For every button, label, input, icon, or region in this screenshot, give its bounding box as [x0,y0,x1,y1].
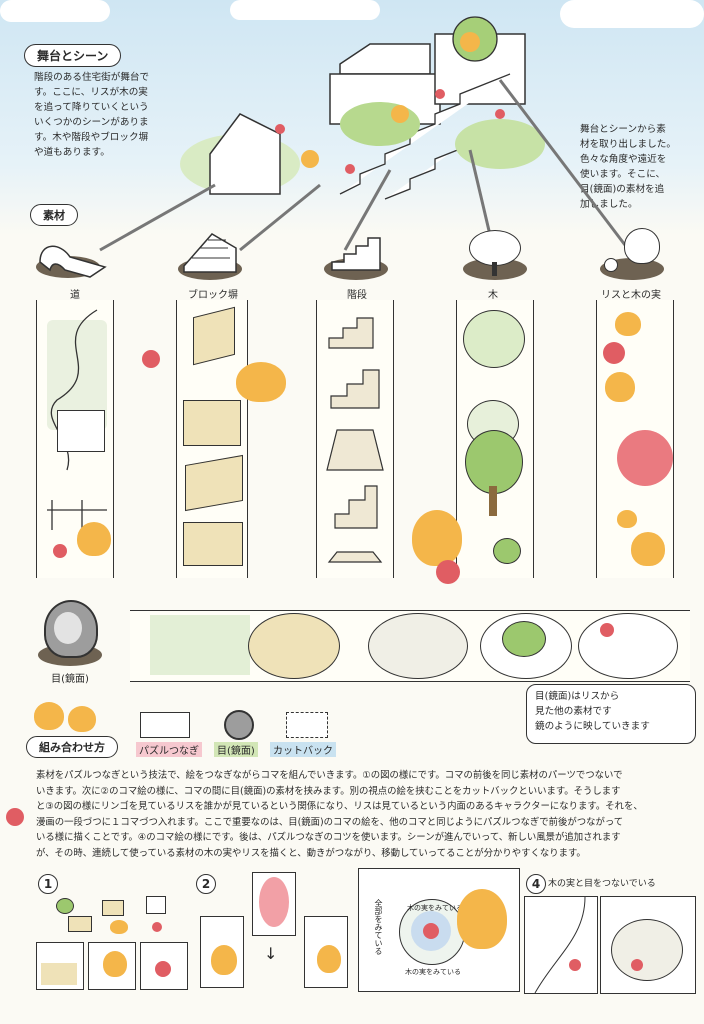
connector-lines [99,79,627,252]
intro-text: 階段のある住宅街が舞台です。ここに、リスが木の実 を追って降りていくといういくつ… [34,72,150,158]
materials-pill: 素材 [30,204,78,226]
legend-mirror: 目(鏡面) [214,742,258,757]
material-label: リスと木の実 [601,290,661,301]
comic-panel [200,916,244,988]
example-number: 1 [38,874,58,894]
puzzle-icon [140,712,190,738]
comic-panel [304,916,348,988]
example-1-sketch [36,894,186,942]
block-wall-strip [176,300,248,578]
squirrel [68,706,96,732]
legend-cutback: カットバック [270,742,336,757]
tree-strip [456,300,534,578]
town-stairs-illustration [180,16,545,200]
legend-puzzle: パズルつなぎ [136,742,202,757]
squirrel-icon [596,214,686,284]
apple [142,350,160,368]
stage-scene-pill: 舞台とシーン [24,44,122,67]
comic-panel [140,942,188,990]
comic-panel [36,942,84,990]
material-label: 階段 [347,290,367,301]
material-label: 木 [488,290,498,301]
cloud [560,0,704,28]
block-wall-icon [170,228,250,283]
cutback-icon [286,712,328,738]
comic-panel [252,872,296,936]
squirrel [412,510,462,566]
comic-panel: 全部をみている 木の実をみている 木の実をみている [358,868,520,992]
combination-pill: 組み合わせ方 [26,736,118,758]
mirror-strip [130,610,690,682]
example-4-caption: 木の実と目をつないでいる [548,879,656,889]
combination-body: 素材をパズルつなぎという技法で、絵をつなぎながらコマを組んでいきます。①の図の様… [36,770,643,859]
arrow-down-icon: ↓ [264,944,278,963]
cloud [0,0,110,22]
comic-panel [600,896,696,994]
squirrel [236,362,286,402]
comic-panel [88,942,136,990]
cloud [230,0,380,20]
squirrel [34,702,64,730]
road-icon [30,232,110,282]
comic-panel [524,896,598,994]
stairs-strip [316,300,394,578]
eye-mirror-icon [224,710,254,740]
eye-mirror-icon [38,600,102,666]
tree-icon [455,226,535,281]
example-number: 2 [196,874,216,894]
apple [6,808,24,826]
right-note-text: 舞台とシーンから素材を取り出しました。 色々な角度や遠近を使います。そこに、 目… [580,124,676,210]
stairs-icon [316,228,396,283]
material-label: ブロック塀 [188,290,238,301]
example-number: 4 [526,874,546,894]
road-strip [36,300,114,578]
material-label: 道 [70,290,80,301]
mirror-callout: 目(鏡面)はリスから 見た他の素材です 鏡のように映していきます [526,684,696,744]
mirror-label: 目(鏡面) [51,674,89,685]
apple [436,560,460,584]
squirrel-apple-strip [596,300,674,578]
